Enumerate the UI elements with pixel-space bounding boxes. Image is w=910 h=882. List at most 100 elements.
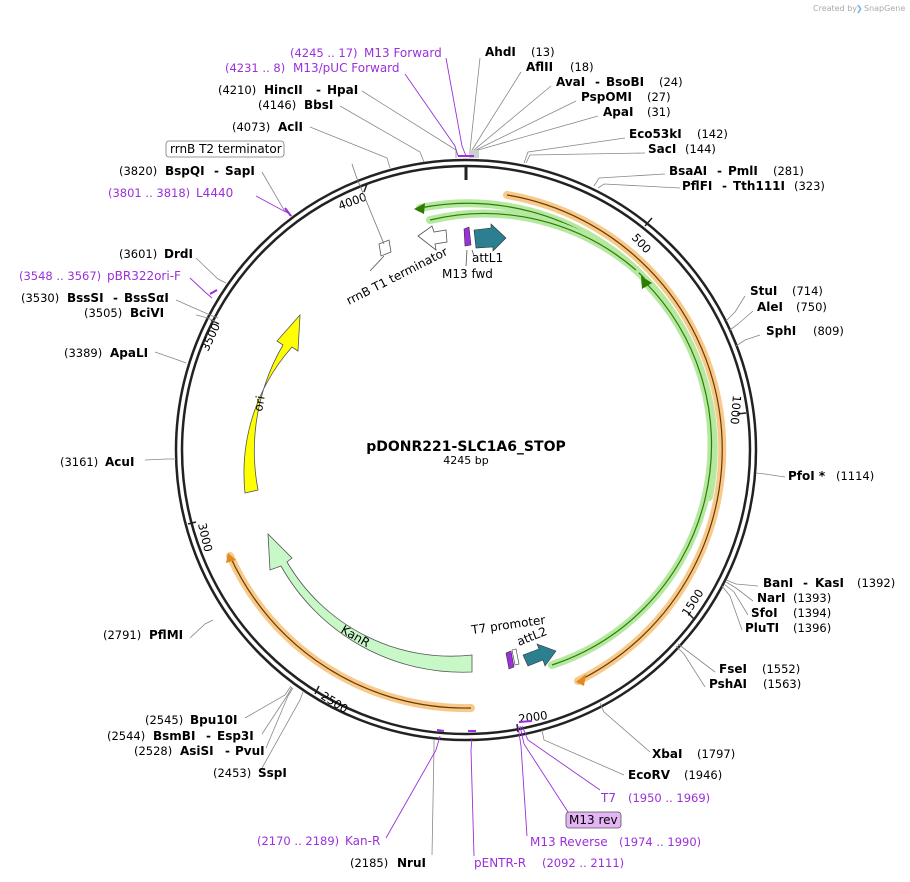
enzyme-acli[interactable]: (4073) AclI — [232, 120, 303, 134]
enzyme-bsssi-bsssai[interactable]: (3530) BssSI - BssSαI — [21, 291, 169, 305]
enzyme-nrui[interactable]: (2185) NruI — [350, 856, 426, 870]
enzyme-drdi[interactable]: (3601) DrdI — [119, 247, 193, 261]
primer-pbr322ori-f[interactable]: (3548 .. 3567) pBR322ori-F — [19, 269, 181, 283]
svg-text:StuI: StuI — [750, 284, 777, 298]
svg-text:-: - — [717, 164, 722, 178]
svg-text:AvaI: AvaI — [556, 75, 585, 89]
svg-text:PluTI: PluTI — [745, 621, 779, 635]
enzyme-sphi[interactable]: SphI (809) — [766, 324, 844, 338]
enzyme-bsaai-pmli[interactable]: BsaAI - PmlI (281) — [669, 164, 804, 178]
enzyme-hincii-hpai[interactable]: (4210) HincII - HpaI — [218, 83, 358, 97]
svg-text:(31): (31) — [647, 105, 671, 119]
enzyme-asisi-pvui[interactable]: (2528) AsiSI - PvuI — [134, 744, 265, 758]
enzyme-pshai[interactable]: PshAI (1563) — [709, 677, 801, 691]
enzyme-pspomi[interactable]: PspOMI (27) — [581, 90, 671, 104]
rrnb-t2-terminator-feature[interactable] — [417, 225, 448, 251]
svg-text:BsmBI: BsmBI — [153, 729, 195, 743]
primer-m13-reverse[interactable]: M13 Reverse (1974 .. 1990) — [530, 835, 701, 849]
svg-text:(1392): (1392) — [857, 576, 895, 590]
svg-text:(3530): (3530) — [21, 291, 59, 305]
svg-text:(1396): (1396) — [793, 621, 831, 635]
svg-text:ApaI: ApaI — [603, 105, 633, 119]
svg-text:-: - — [803, 576, 808, 590]
enzyme-ecorv[interactable]: EcoRV (1946) — [628, 768, 722, 782]
svg-text:(2528): (2528) — [134, 744, 172, 758]
enzyme-xbai[interactable]: XbaI (1797) — [652, 747, 735, 761]
enzyme-nari[interactable]: NarI (1393) — [757, 591, 831, 605]
svg-text:(750): (750) — [796, 300, 827, 314]
enzyme-bani-kasi[interactable]: BanI - KasI (1392) — [763, 576, 895, 590]
svg-text:Eco53kI: Eco53kI — [629, 127, 682, 141]
orf-orange-left-line — [229, 555, 472, 709]
enzyme-ahdi[interactable]: AhdI (13) — [485, 45, 555, 59]
orf-green-right-line — [551, 281, 713, 666]
t7-promoter-feature[interactable] — [505, 650, 515, 670]
svg-text:-: - — [206, 729, 211, 743]
svg-text:AclI: AclI — [278, 120, 303, 134]
enzyme-apai[interactable]: ApaI (31) — [603, 105, 671, 119]
enzyme-pfoi[interactable]: PfoI * (1114) — [788, 469, 874, 483]
svg-text:(809): (809) — [813, 324, 844, 338]
svg-text:(13): (13) — [531, 45, 555, 59]
enzyme-fsei[interactable]: FseI (1552) — [719, 662, 800, 676]
m13-fwd-feature[interactable] — [463, 226, 472, 247]
svg-text:(18): (18) — [570, 60, 594, 74]
attl1-feature[interactable] — [473, 223, 507, 252]
enzyme-bspqi-sapi[interactable]: (3820) BspQI - SapI — [119, 164, 255, 178]
primer-m13-forward-top[interactable]: (4245 .. 17) M13 Forward — [290, 46, 442, 60]
enzyme-apali[interactable]: (3389) ApaLI — [64, 346, 148, 360]
enzyme-pluti[interactable]: PluTI (1396) — [745, 621, 831, 635]
svg-text:(1950 .. 1969): (1950 .. 1969) — [628, 791, 710, 805]
kanr-label: KanR — [339, 622, 373, 650]
svg-text:BbsI: BbsI — [304, 98, 333, 112]
svg-text:SspI: SspI — [258, 766, 287, 780]
primer-m13-puc-forward[interactable]: (4231 .. 8) M13/pUC Forward — [225, 61, 400, 75]
enzyme-pflmi[interactable]: (2791) PflMI — [103, 628, 183, 642]
svg-text:(2170 .. 2189): (2170 .. 2189) — [257, 834, 339, 848]
svg-text:BssSI: BssSI — [67, 291, 104, 305]
svg-text:-: - — [214, 164, 219, 178]
svg-text:PmlI: PmlI — [728, 164, 758, 178]
kanr-feature[interactable] — [267, 532, 473, 673]
svg-text:NarI: NarI — [757, 591, 786, 605]
primer-pentr-r[interactable]: pENTR-R (2092 .. 2111) — [474, 856, 624, 870]
enzyme-stui[interactable]: StuI (714) — [750, 284, 823, 298]
svg-text:(1393): (1393) — [793, 591, 831, 605]
enzyme-sfoi[interactable]: SfoI (1394) — [751, 606, 831, 620]
snapgene-logo-icon: ❯ — [856, 4, 863, 13]
enzyme-bpu10i[interactable]: (2545) Bpu10I — [145, 713, 237, 727]
tick-3000: 3000 — [187, 521, 215, 553]
enzyme-saci[interactable]: SacI (144) — [648, 142, 716, 156]
primer-t7[interactable]: T7 (1950 .. 1969) — [600, 791, 710, 805]
primer-m13-rev[interactable]: M13 rev — [565, 811, 622, 829]
svg-text:(4231 .. 8): (4231 .. 8) — [225, 61, 285, 75]
enzyme-pflfi-tth111i[interactable]: PflFI - Tth111I (323) — [682, 179, 825, 193]
primer-l4440[interactable]: (3801 .. 3818) L4440 — [108, 186, 233, 200]
svg-text:(27): (27) — [647, 90, 671, 104]
svg-text:(2092 .. 2111): (2092 .. 2111) — [542, 856, 624, 870]
enzyme-bcivi[interactable]: (3505) BciVI — [84, 306, 164, 320]
svg-text:HincII: HincII — [264, 83, 303, 97]
enzyme-aflii[interactable]: AflII (18) — [526, 60, 594, 74]
enzyme-bsmbi-esp3i[interactable]: (2544) BsmBI - Esp3I — [107, 729, 254, 743]
primer-kan-r[interactable]: (2170 .. 2189) Kan-R — [257, 834, 380, 848]
svg-text:(1946): (1946) — [684, 768, 722, 782]
orf-green-inner-line — [429, 213, 637, 271]
svg-text:BanI: BanI — [763, 576, 793, 590]
ori-feature[interactable] — [243, 313, 301, 494]
svg-text:(2544): (2544) — [107, 729, 145, 743]
enzyme-sspi[interactable]: (2453) SspI — [213, 766, 287, 780]
enzyme-acui[interactable]: (3161) AcuI — [60, 455, 134, 469]
svg-text:(714): (714) — [792, 284, 823, 298]
enzyme-bbsi[interactable]: (4146) BbsI — [258, 98, 333, 112]
enzyme-eco53ki[interactable]: Eco53kI (142) — [629, 127, 728, 141]
enzyme-avai-bsobi[interactable]: AvaI - BsoBI (24) — [556, 75, 683, 89]
svg-text:pENTR-R: pENTR-R — [474, 856, 526, 870]
enzyme-alei[interactable]: AleI (750) — [757, 300, 827, 314]
svg-text:AhdI: AhdI — [485, 45, 516, 59]
svg-text:pBR322ori-F: pBR322ori-F — [107, 269, 181, 283]
svg-text:(2545): (2545) — [145, 713, 183, 727]
rrnb-t1-terminator-feature[interactable] — [378, 239, 392, 257]
attl2-feature[interactable] — [522, 643, 557, 667]
svg-text:-: - — [722, 179, 727, 193]
